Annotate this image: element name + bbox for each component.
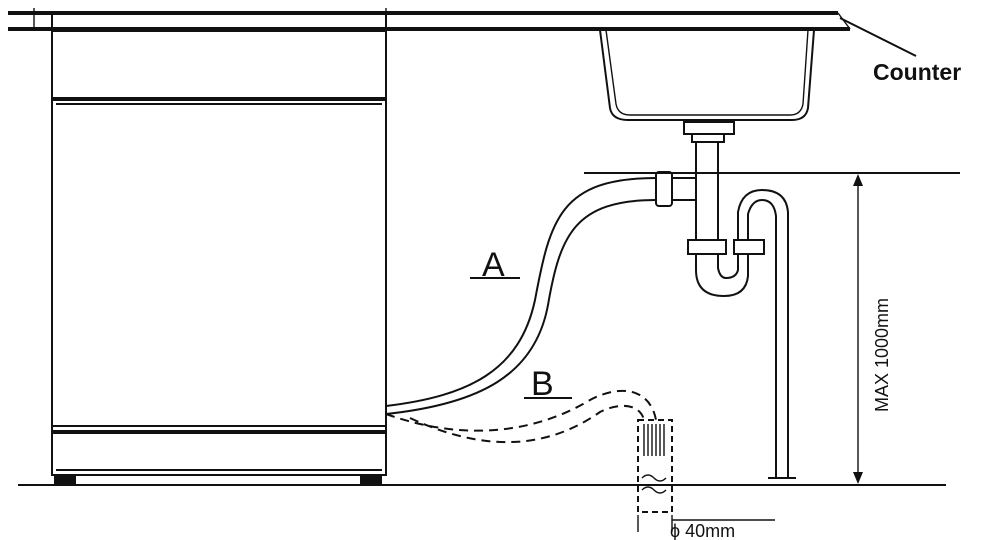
max-height-dimension: [853, 174, 863, 484]
counter-top: [8, 11, 917, 57]
diameter-label: ϕ 40mm: [670, 521, 735, 540]
hose-end-ribs: [643, 424, 665, 456]
dishwasher-foot-left: [54, 475, 76, 485]
hose-b-label: B: [531, 365, 554, 403]
sink: [599, 29, 815, 143]
dishwasher-foot-right: [360, 475, 382, 485]
drain-hose-a: [385, 177, 657, 415]
sink-drain-trap: [655, 142, 796, 479]
counter-label: Counter: [873, 59, 961, 85]
counter-leader-line: [839, 17, 917, 57]
hose-a-label: A: [482, 246, 505, 284]
drain-hose-b: [385, 389, 657, 444]
max-height-label: MAX 1000mm: [872, 298, 892, 412]
standpipe: [637, 419, 775, 532]
dishwasher: [33, 8, 387, 485]
